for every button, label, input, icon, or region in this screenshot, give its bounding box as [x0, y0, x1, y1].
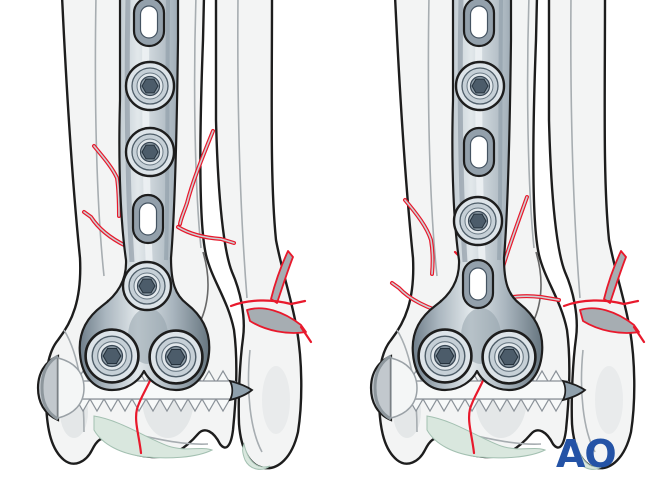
plate-oblong-hole — [462, 0, 496, 48]
ao-logo: AO — [556, 432, 616, 476]
plate-oblong-hole — [132, 0, 166, 48]
plate-locking-screw — [452, 195, 504, 247]
plate-oblong-hole — [461, 258, 495, 310]
fibula-wedge-fragment — [579, 307, 640, 334]
fibula-wedge-fragment — [246, 307, 307, 334]
figure-left — [36, 0, 313, 471]
plate-locking-screw — [124, 60, 176, 112]
plate-locking-screw — [121, 260, 173, 312]
plate-locking-screw — [454, 60, 506, 112]
figure-right — [369, 0, 646, 471]
plate-locking-screw — [124, 126, 176, 178]
fracture-lines-left — [82, 129, 313, 455]
plate-head-locking-screw — [417, 328, 473, 384]
plate-head-locking-screw — [481, 329, 537, 385]
plate-head-locking-screw — [84, 328, 140, 384]
plate-oblong-hole — [462, 126, 496, 178]
plate-head-locking-screw — [148, 329, 204, 385]
fibula-wedge-fragment — [603, 250, 627, 304]
plate-oblong-hole — [131, 193, 165, 245]
fibula-wedge-fragment — [270, 250, 294, 304]
articular-fracture-line — [467, 369, 488, 455]
articular-fracture-line — [134, 369, 155, 455]
